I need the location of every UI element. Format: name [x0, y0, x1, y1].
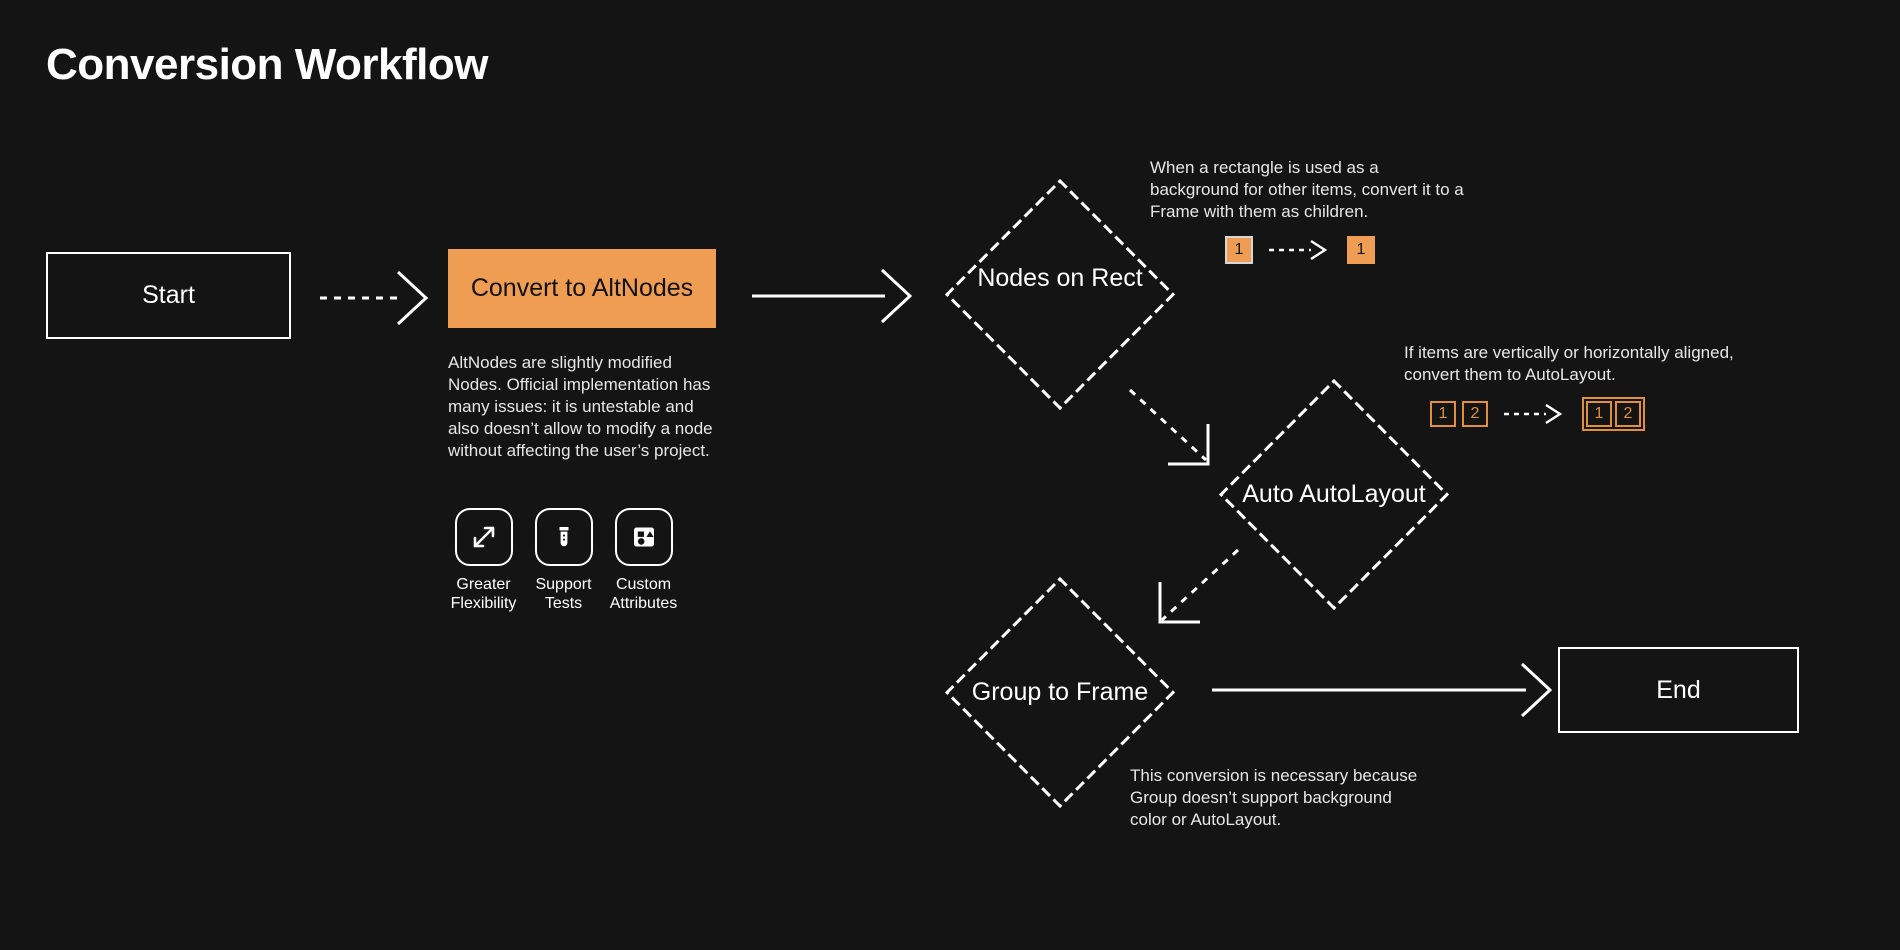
arrow-auto-autolayout-to-group-to-frame-icon: [1158, 548, 1240, 624]
node-nodes-on-rect[interactable]: Nodes on Rect: [944, 178, 1176, 411]
feature-label: Greater Flexibility: [450, 576, 517, 612]
note-altnodes: AltNodes are slightly modified Nodes. Of…: [448, 353, 713, 460]
badge-after: 1: [1347, 236, 1375, 264]
page-title: Conversion Workflow: [46, 40, 488, 89]
test-tube-icon: [559, 527, 568, 547]
node-nodes-on-rect-label: Nodes on Rect: [977, 264, 1143, 292]
feature-label: Custom Attributes: [609, 576, 678, 612]
node-start[interactable]: Start: [46, 252, 291, 339]
badge-after-2: 2: [1615, 401, 1641, 427]
badge-after-group: 1 2: [1582, 397, 1645, 431]
node-auto-autolayout-label: Auto AutoLayout: [1242, 480, 1426, 508]
feature-list: Greater Flexibility Support Tests: [450, 508, 678, 613]
badge-illustration-nodes-on-rect: 1 1: [1225, 236, 1375, 264]
note-nodes-on-rect: When a rectangle is used as a background…: [1150, 158, 1464, 221]
feature-greater-flexibility: Greater Flexibility: [450, 508, 517, 613]
arrow-group-to-frame-to-end-icon: [1212, 662, 1553, 718]
diamond-outline-icon: [1218, 378, 1450, 611]
node-end-label: End: [1656, 675, 1701, 704]
node-start-label: Start: [142, 281, 195, 309]
shapes-icon: [633, 527, 654, 547]
note-group-to-frame: This conversion is necessary because Gro…: [1130, 766, 1418, 829]
arrow-nodes-on-rect-to-auto-autolayout-icon: [1128, 388, 1210, 466]
node-group-to-frame-label: Group to Frame: [971, 678, 1149, 706]
badge-before-1: 1: [1430, 401, 1456, 427]
node-convert-to-altnodes[interactable]: Convert to AltNodes: [448, 249, 716, 328]
expand-arrows-icon: [473, 526, 494, 548]
node-group-to-frame[interactable]: Group to Frame: [944, 576, 1176, 809]
badge-before-2: 2: [1462, 401, 1488, 427]
feature-icon-box: [454, 508, 513, 566]
node-convert-label: Convert to AltNodes: [470, 274, 694, 302]
badge-illustration-auto-autolayout: 1 2 1 2: [1430, 397, 1645, 431]
feature-custom-attributes: Custom Attributes: [609, 508, 678, 613]
diamond-outline-icon: [944, 178, 1176, 411]
feature-icon-box: [614, 508, 673, 566]
node-auto-autolayout[interactable]: Auto AutoLayout: [1218, 378, 1450, 611]
feature-support-tests: Support Tests: [532, 508, 595, 613]
node-end[interactable]: End: [1558, 647, 1799, 733]
arrow-start-to-convert-icon: [320, 270, 429, 326]
dashed-arrow-icon: [1504, 403, 1563, 425]
feature-icon-box: [534, 508, 593, 566]
note-auto-autolayout: If items are vertically or horizontally …: [1404, 343, 1734, 384]
badge-before: 1: [1225, 236, 1253, 264]
arrow-convert-to-nodes-on-rect-icon: [752, 268, 913, 324]
badge-after-1: 1: [1586, 401, 1612, 427]
feature-label: Support Tests: [535, 576, 592, 612]
dashed-arrow-icon: [1269, 239, 1328, 261]
diamond-outline-icon: [944, 576, 1176, 809]
